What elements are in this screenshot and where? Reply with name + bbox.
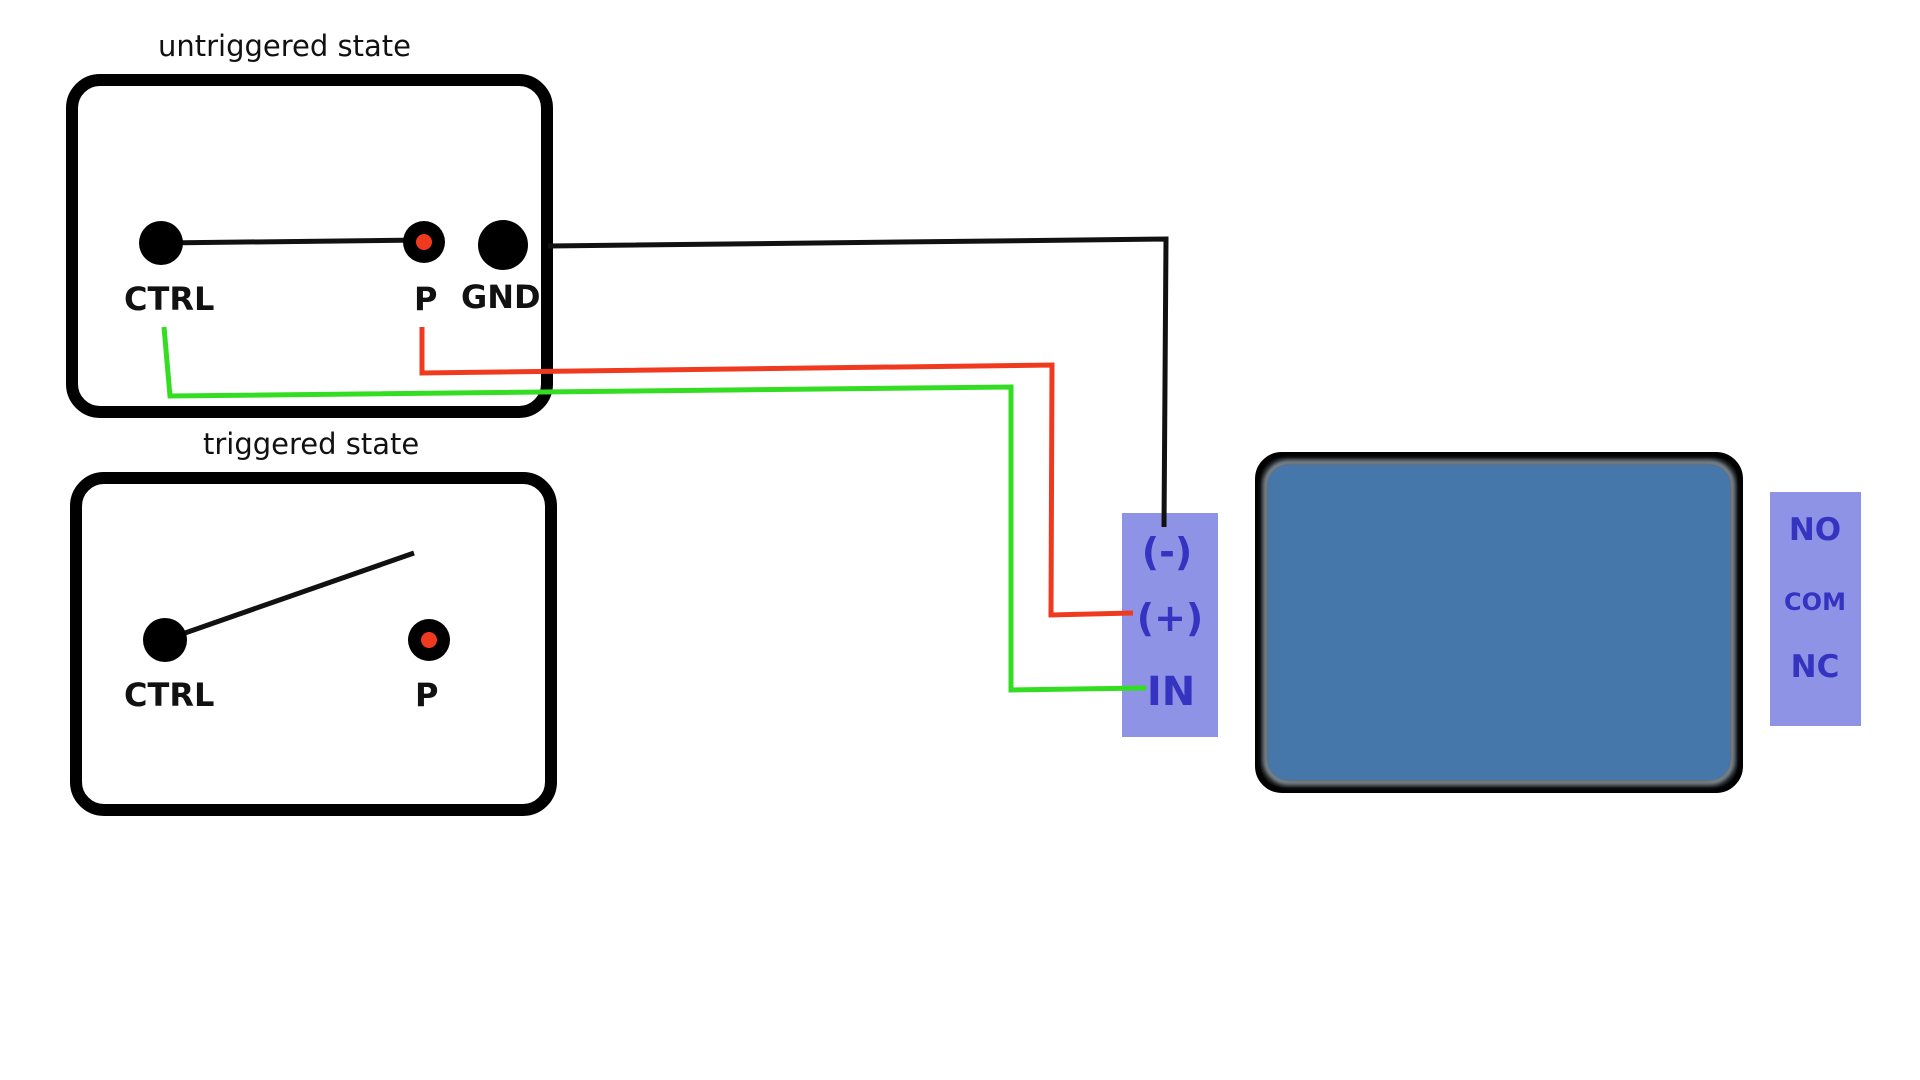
triggered-p-pin-dot bbox=[421, 632, 437, 648]
untriggered-switch-arm bbox=[160, 237, 425, 246]
power-wire bbox=[419, 327, 1134, 618]
input-terminal-plus-label: (+) bbox=[1137, 596, 1204, 640]
untriggered-gnd-label: GND bbox=[461, 278, 541, 316]
input-terminal-block bbox=[1122, 513, 1218, 737]
untriggered-p-pin-dot bbox=[416, 234, 432, 250]
triggered-ctrl-label: CTRL bbox=[124, 676, 214, 714]
triggered-state-frame bbox=[70, 472, 557, 816]
output-terminal-no-label: NO bbox=[1789, 512, 1841, 548]
ground-wire bbox=[547, 236, 1169, 528]
input-terminal-minus-label: (-) bbox=[1142, 530, 1193, 574]
output-terminal-nc-label: NC bbox=[1791, 649, 1840, 685]
triggered-switch-arm bbox=[164, 550, 415, 643]
untriggered-ctrl-label: CTRL bbox=[124, 280, 214, 318]
untriggered-state-panel: untriggered state CTRL P GND bbox=[66, 29, 553, 418]
input-terminal-body bbox=[1122, 513, 1218, 737]
untriggered-ctrl-pin bbox=[139, 221, 183, 265]
triggered-p-label: P bbox=[415, 676, 438, 714]
input-terminal-in-label: IN bbox=[1147, 669, 1195, 715]
untriggered-state-frame bbox=[66, 74, 553, 418]
triggered-state-title: triggered state bbox=[203, 427, 419, 461]
input-terminal-labels: (-) (+) IN bbox=[1137, 530, 1204, 715]
output-terminal-body bbox=[1770, 492, 1861, 726]
triggered-state-panel: triggered state CTRL P bbox=[70, 427, 557, 816]
output-terminal-block: NO COM NC bbox=[1770, 492, 1861, 726]
wires bbox=[161, 236, 1169, 693]
untriggered-p-label: P bbox=[414, 280, 437, 318]
output-terminal-com-label: COM bbox=[1784, 588, 1846, 616]
relay-module-panel bbox=[1268, 465, 1730, 780]
untriggered-gnd-pin bbox=[478, 220, 528, 270]
untriggered-state-title: untriggered state bbox=[158, 29, 411, 63]
signal-wire bbox=[161, 326, 1147, 693]
triggered-ctrl-pin bbox=[143, 618, 187, 662]
relay-module bbox=[1255, 452, 1743, 793]
relay-module-glow bbox=[1264, 461, 1734, 784]
